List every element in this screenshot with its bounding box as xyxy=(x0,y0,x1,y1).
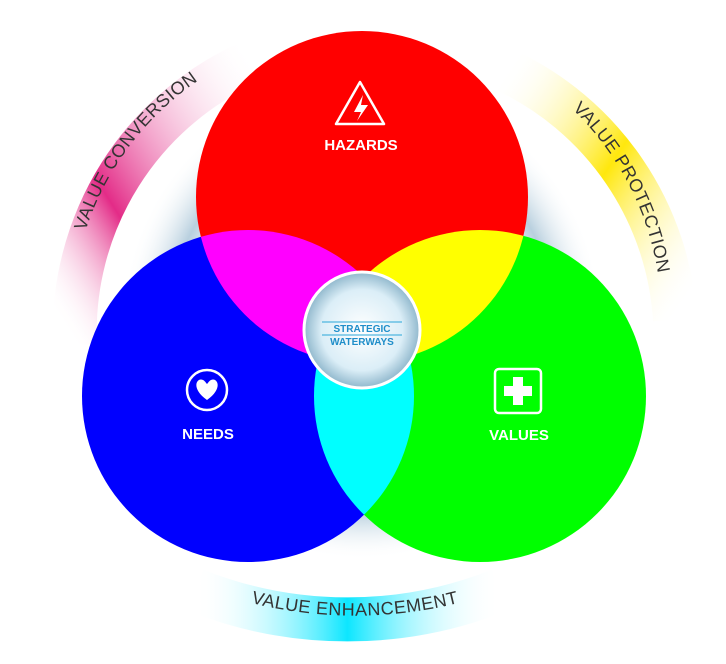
value-enhancement-arc xyxy=(186,569,509,642)
hazards-label: HAZARDS xyxy=(324,137,397,154)
center-label-line2: WATERWAYS xyxy=(330,337,394,348)
needs-label: NEEDS xyxy=(182,426,234,443)
plus-cross-icon xyxy=(493,367,543,415)
values-label: VALUES xyxy=(489,427,549,444)
value-protection-arc xyxy=(495,50,697,322)
strategic-waterways-center xyxy=(302,270,422,390)
value-conversion-arc xyxy=(52,39,264,346)
heart-icon xyxy=(185,368,229,412)
lightning-bolt-icon xyxy=(334,80,386,126)
center-label-line1: STRATEGIC xyxy=(333,324,390,335)
